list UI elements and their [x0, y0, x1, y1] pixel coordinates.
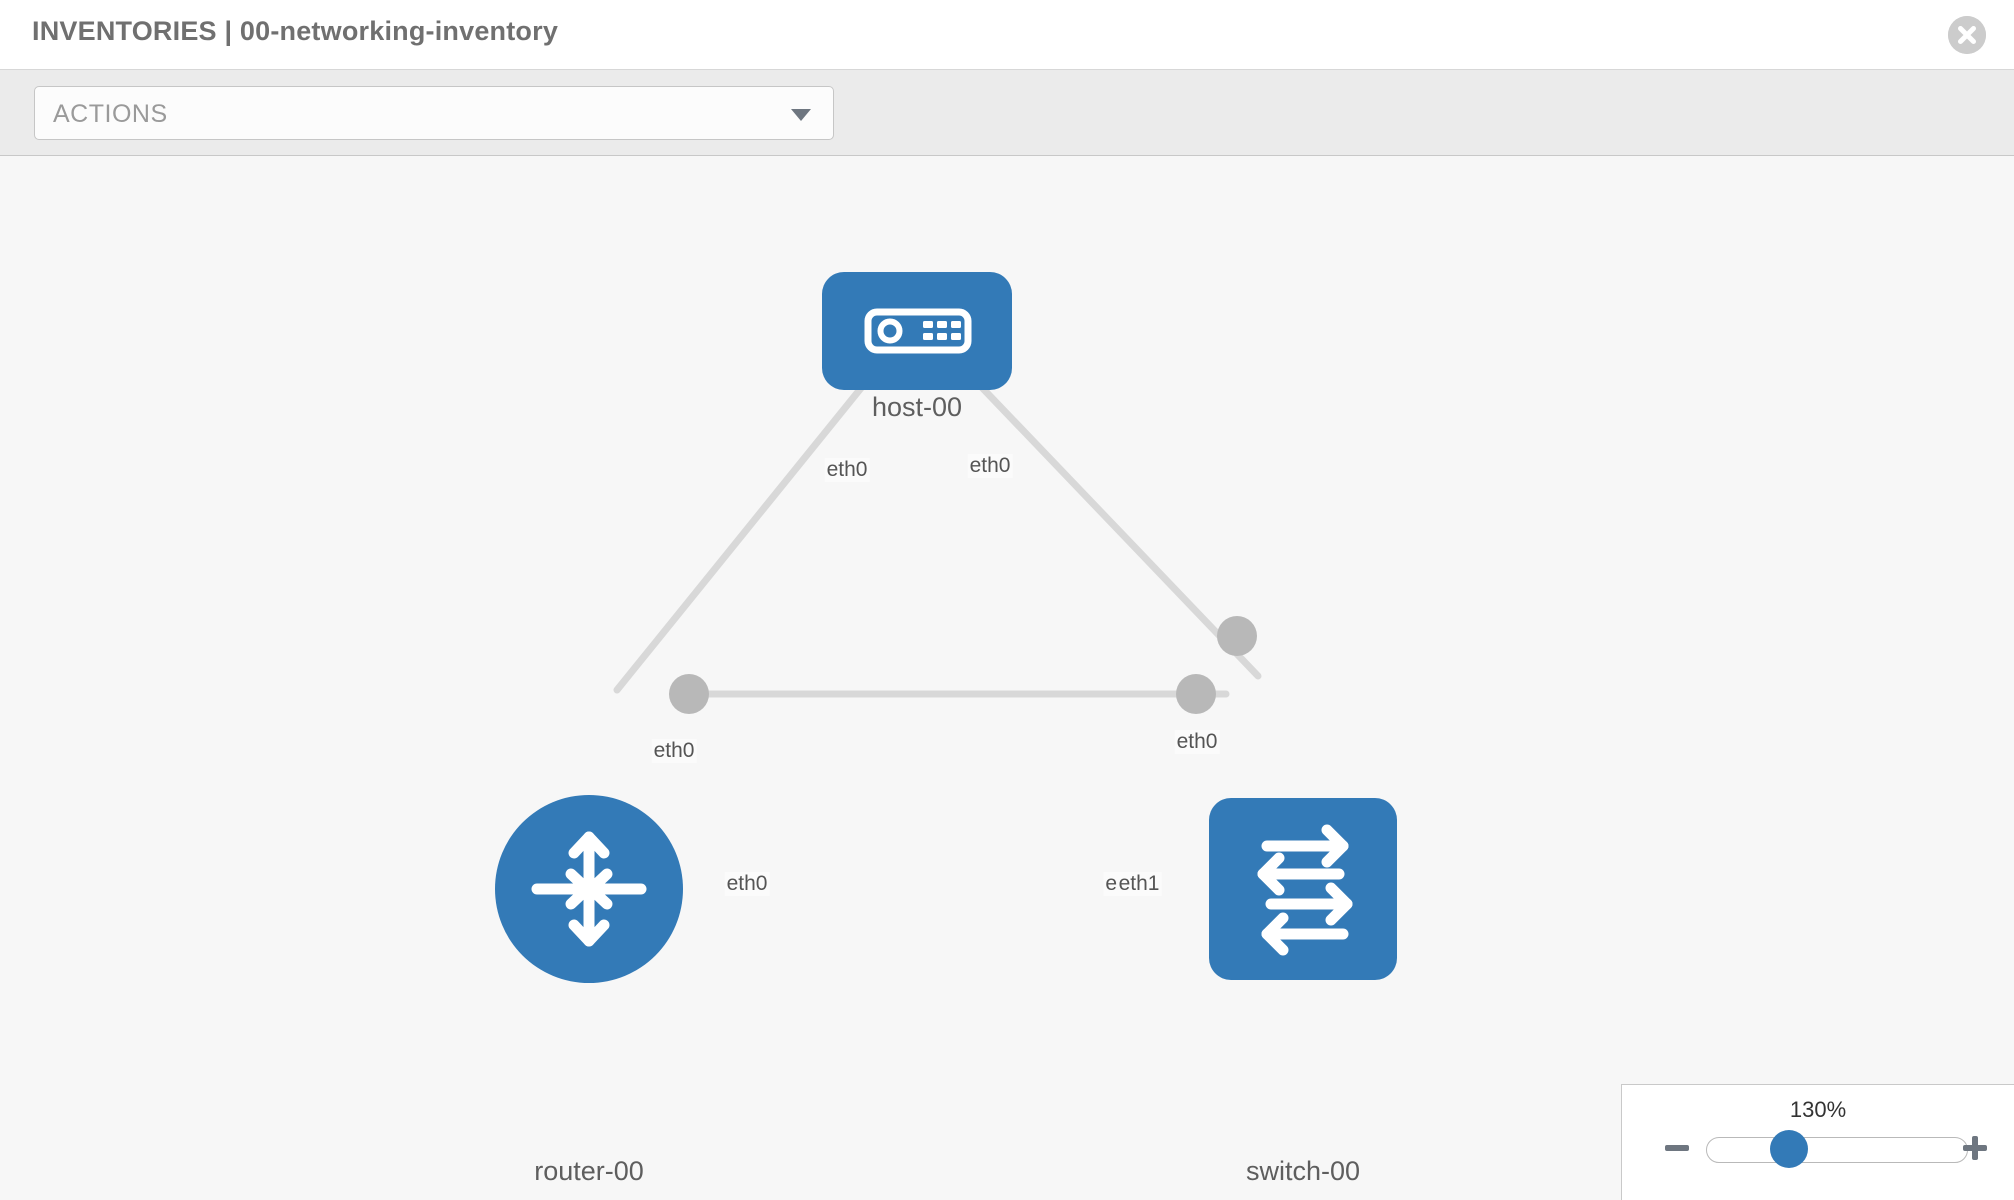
zoom-slider-track[interactable] — [1706, 1137, 1968, 1163]
node-host-00[interactable] — [822, 272, 1012, 390]
connector-router00-east[interactable] — [669, 674, 709, 714]
actions-dropdown-label: ACTIONS — [53, 100, 168, 128]
link-host00-router00 — [613, 347, 895, 694]
toolbar: ACTIONS SEARCH — [0, 70, 2014, 210]
chevron-down-icon — [791, 109, 811, 121]
topology-canvas[interactable]: host-00 r — [0, 156, 2014, 1200]
topology-links — [613, 347, 1262, 698]
server-icon — [864, 308, 972, 354]
page-header: INVENTORIES | 00-networking-inventory — [0, 0, 2014, 70]
zoom-slider-thumb[interactable] — [1770, 1130, 1808, 1168]
minus-icon[interactable] — [1662, 1133, 1692, 1163]
switch-node-shape — [1209, 798, 1397, 980]
plus-icon[interactable] — [1960, 1133, 1990, 1163]
node-router-00[interactable] — [495, 795, 683, 983]
host-node-shape — [822, 272, 1012, 390]
link-host00-switch00 — [943, 347, 1262, 680]
connector-switch00-west[interactable] — [1176, 674, 1216, 714]
page-title: INVENTORIES | 00-networking-inventory — [32, 16, 559, 46]
switch-arrows-icon — [1257, 824, 1353, 956]
zoom-level-value: 130% — [1789, 1097, 1847, 1122]
connector-switch00-north[interactable] — [1217, 616, 1257, 656]
node-switch-00[interactable] — [1209, 798, 1397, 980]
zoom-control-panel: 130% — [1621, 1084, 2014, 1200]
close-icon[interactable] — [1948, 16, 1986, 54]
actions-dropdown[interactable]: ACTIONS — [34, 86, 834, 140]
router-arrows-icon — [531, 831, 647, 947]
